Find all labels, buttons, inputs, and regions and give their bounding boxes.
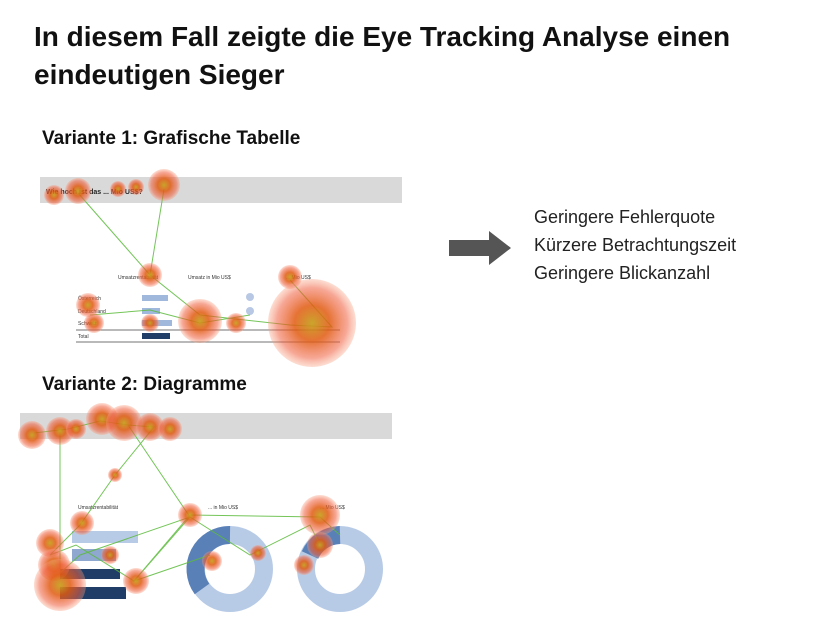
variant-2-heatmap: Umsatzrentabilität ... in Mio US$ ... Mi… xyxy=(18,403,392,612)
fixation-points xyxy=(44,169,356,367)
variant-1-heatmap: Wie hoch ist das ... Mio US$? Umsatzrent… xyxy=(40,169,402,367)
svg-text:Umsatz in Mio US$: Umsatz in Mio US$ xyxy=(188,275,231,281)
slide-title: In diesem Fall zeigte die Eye Tracking A… xyxy=(34,21,731,90)
results-list: Geringere Fehlerquote Kürzere Betrachtun… xyxy=(534,203,736,287)
svg-text:Umsatzrentabilität: Umsatzrentabilität xyxy=(118,275,159,281)
result-item: Geringere Fehlerquote xyxy=(534,207,716,227)
variant-2-label: Variante 2: Diagramme xyxy=(42,374,247,395)
variant-1-label: Variante 1: Grafische Tabelle xyxy=(42,128,301,149)
fixation-points xyxy=(18,403,340,611)
svg-text:Total: Total xyxy=(78,334,89,340)
question-bar xyxy=(40,177,402,203)
svg-text:Umsatzrentabilität: Umsatzrentabilität xyxy=(78,505,119,511)
svg-text:... in Mio US$: ... in Mio US$ xyxy=(208,505,238,511)
result-item: Kürzere Betrachtungszeit xyxy=(534,235,737,255)
right-arrow-icon xyxy=(449,231,511,265)
question-text: Wie hoch ist das ... Mio US$? xyxy=(46,189,143,196)
result-item: Geringere Blickanzahl xyxy=(534,263,711,283)
